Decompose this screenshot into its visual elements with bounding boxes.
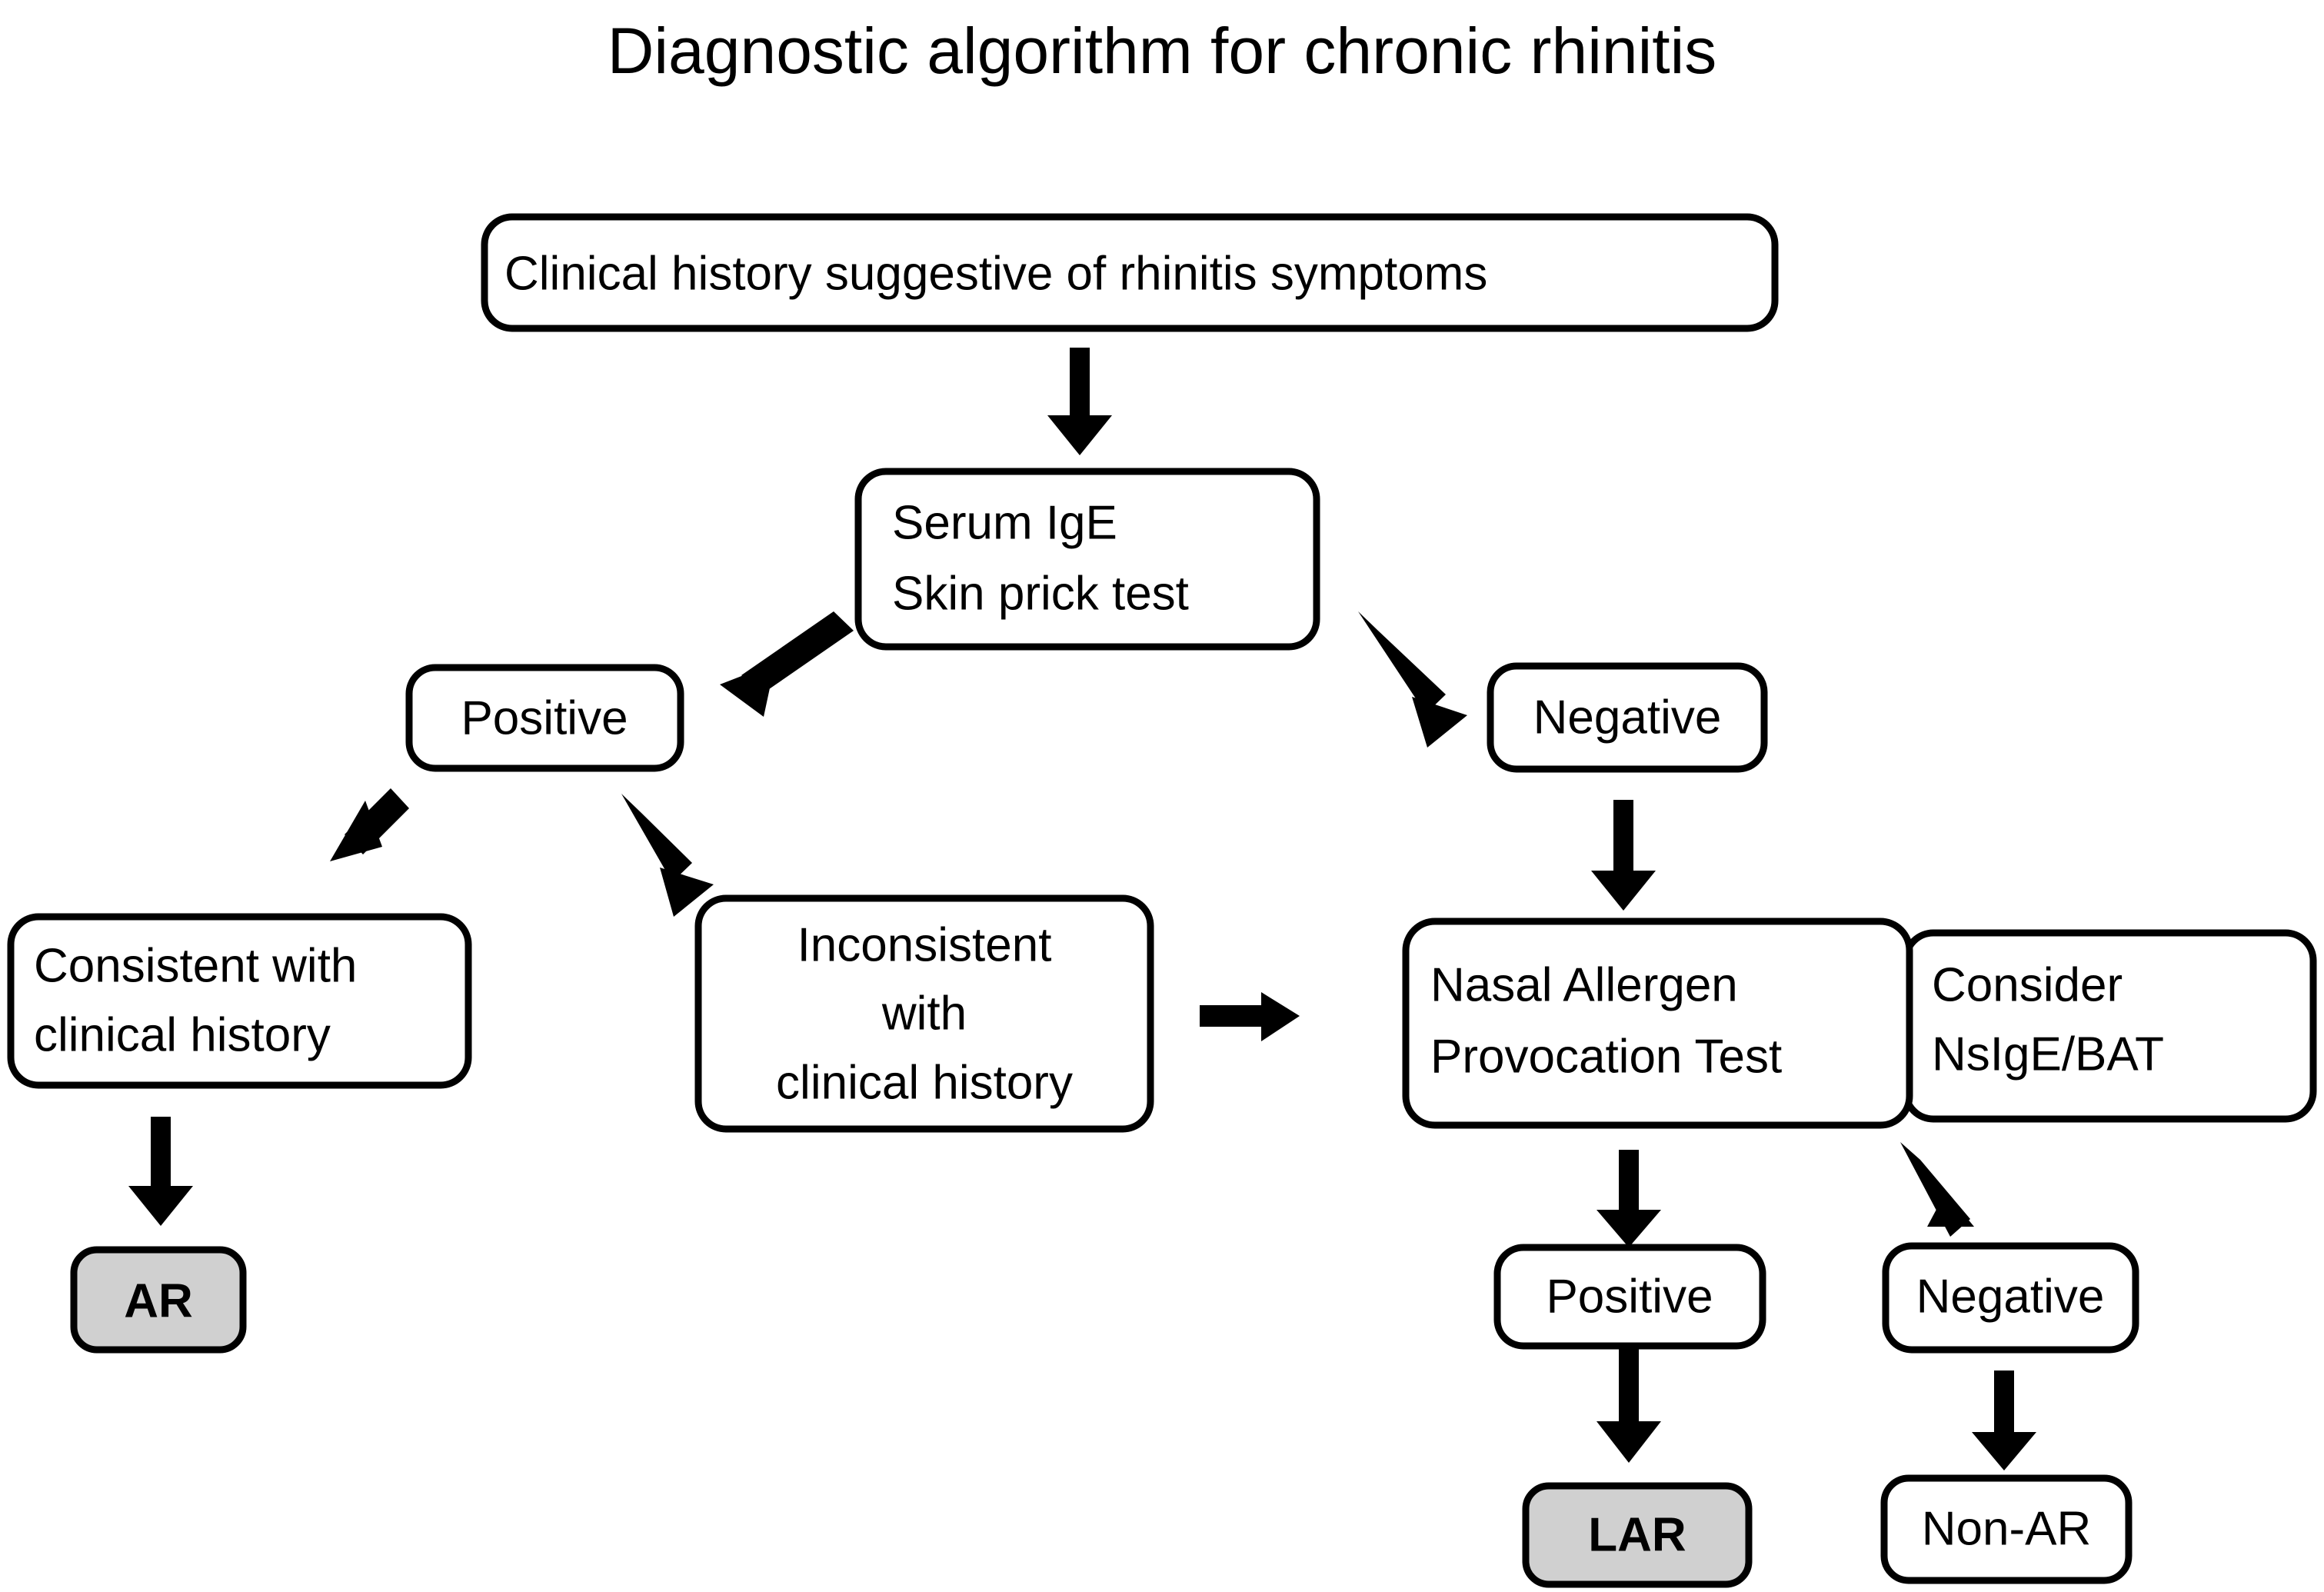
node-serum-ige-box xyxy=(854,468,1320,651)
arrow-positive-to-consistent xyxy=(330,788,409,861)
arrow-consistent-to-ar xyxy=(128,1117,193,1226)
node-napt-label-line1: Nasal Allergen xyxy=(1430,958,1738,1011)
node-serum-ige-label-line2: Skin prick test xyxy=(892,567,1189,620)
node-lar[interactable]: LAR xyxy=(1522,1482,1753,1588)
arrow-negative-to-napt xyxy=(1591,800,1656,911)
node-ar[interactable]: AR xyxy=(70,1246,247,1354)
node-positive-bottom-label: Positive xyxy=(1546,1270,1713,1323)
node-negative-top-label: Negative xyxy=(1533,691,1722,744)
edge-layer xyxy=(128,348,2036,1470)
node-consistent-label-line1: Consistent with xyxy=(34,939,357,992)
arrow-inconsistent-to-napt xyxy=(1200,992,1300,1041)
node-inconsistent-label-line2: with xyxy=(881,987,967,1040)
arrow-positive-to-lar xyxy=(1597,1346,1661,1463)
node-napt-label-line2: Provocation Test xyxy=(1430,1030,1782,1083)
arrow-consider-to-negative xyxy=(1900,1142,1974,1237)
node-negative-bottom-label: Negative xyxy=(1916,1270,2105,1323)
node-negative-top[interactable]: Negative xyxy=(1487,662,1768,773)
arrow-negative-to-nonar xyxy=(1972,1371,2036,1470)
node-consistent-box xyxy=(7,913,472,1089)
arrow-ige-to-positive xyxy=(720,611,854,717)
node-non-ar-box xyxy=(1880,1474,2133,1584)
arrow-positive-to-inconsistent xyxy=(621,794,714,917)
node-clinical-history-box xyxy=(481,213,1779,332)
node-positive-top[interactable]: Positive xyxy=(405,664,684,772)
node-non-ar[interactable]: Non-AR xyxy=(1880,1474,2133,1584)
node-positive-top-box xyxy=(405,664,684,772)
arrow-ige-to-negative xyxy=(1358,611,1467,748)
node-consider[interactable]: Consider NsIgE/BAT xyxy=(1902,929,2317,1123)
node-clinical-history-label: Clinical history suggestive of rhinitis … xyxy=(504,247,1487,300)
node-negative-bottom-box xyxy=(1882,1242,2139,1354)
node-inconsistent-label-line3: clinical history xyxy=(776,1056,1073,1109)
node-consistent[interactable]: Consistent with clinical history xyxy=(7,913,472,1089)
node-napt[interactable]: Nasal Allergen Provocation Test xyxy=(1402,918,1913,1129)
node-lar-label: LAR xyxy=(1588,1508,1686,1561)
node-positive-top-label: Positive xyxy=(461,691,628,744)
node-inconsistent[interactable]: Inconsistent with clinical history xyxy=(694,894,1154,1133)
arrow-history-to-ige xyxy=(1047,348,1112,455)
node-consider-label-line2: NsIgE/BAT xyxy=(1932,1027,2164,1081)
node-non-ar-label: Non-AR xyxy=(1922,1502,2092,1555)
node-ar-label: AR xyxy=(124,1274,193,1327)
node-serum-ige[interactable]: Serum IgE Skin prick test xyxy=(854,468,1320,651)
node-positive-bottom-box xyxy=(1493,1244,1766,1350)
node-consider-label-line1: Consider xyxy=(1932,958,2123,1011)
node-inconsistent-box xyxy=(694,894,1154,1133)
page-title: Diagnostic algorithm for chronic rhiniti… xyxy=(608,15,1717,87)
node-positive-bottom[interactable]: Positive xyxy=(1493,1244,1766,1350)
node-negative-bottom[interactable]: Negative xyxy=(1882,1242,2139,1354)
node-clinical-history[interactable]: Clinical history suggestive of rhinitis … xyxy=(481,213,1779,332)
node-napt-box xyxy=(1402,918,1913,1129)
node-negative-top-box xyxy=(1487,662,1768,773)
node-lar-box xyxy=(1522,1482,1753,1588)
node-serum-ige-label-line1: Serum IgE xyxy=(892,496,1117,549)
arrow-napt-to-positive xyxy=(1597,1150,1661,1247)
node-consistent-label-line2: clinical history xyxy=(34,1008,331,1061)
node-ar-box xyxy=(70,1246,247,1354)
node-inconsistent-label-line1: Inconsistent xyxy=(797,918,1052,971)
